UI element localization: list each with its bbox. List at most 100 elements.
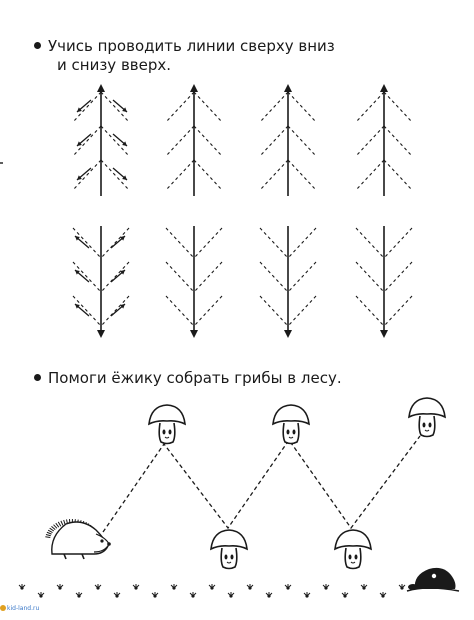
tree-branch (100, 227, 130, 259)
tree-branch (72, 261, 102, 293)
arrow-icon (122, 107, 127, 112)
tree-branch (355, 159, 385, 191)
tree-branch (193, 125, 223, 157)
task-1-line-2: и снизу вверх. (57, 56, 172, 74)
footprint-icon (94, 583, 102, 591)
tree-branch (287, 227, 317, 259)
bullet-icon (34, 42, 41, 49)
tree-branch (383, 261, 413, 293)
mole-icon (406, 567, 460, 592)
tree-branch (383, 295, 413, 327)
tree-branch (100, 261, 130, 293)
tree-branch (193, 227, 223, 259)
task-2-instruction: Помоги ёжику собрать грибы в лесу. (34, 369, 374, 388)
tree-branch (259, 91, 289, 123)
watermark-text: kid-land.ru (7, 605, 40, 612)
bullet-icon (34, 374, 41, 381)
footprint-icon (322, 583, 330, 591)
task-1-line-1: Учись проводить линии сверху вниз (48, 37, 335, 55)
arrow-icon (77, 175, 82, 180)
tree-branch (355, 125, 385, 157)
footprint-icon (37, 591, 45, 599)
arrow-icon (77, 141, 82, 146)
hedgehog-icon (45, 518, 111, 560)
tree-branch (383, 91, 413, 123)
arrow-icon (190, 330, 198, 338)
arrow-icon (380, 84, 388, 92)
footprint-icon (379, 591, 387, 599)
tree-branch (383, 227, 413, 259)
tree-branch (165, 295, 195, 327)
footprint-icon (303, 591, 311, 599)
logo-icon (0, 605, 6, 611)
tracing-tree (259, 84, 317, 196)
arrow-icon (77, 107, 82, 112)
tree-branch (165, 91, 195, 123)
tree-branch (383, 125, 413, 157)
mushroom-icon (334, 529, 372, 570)
tree-branch (193, 261, 223, 293)
tree-branch (287, 125, 317, 157)
tree-branch (193, 91, 223, 123)
tree-branch (259, 261, 289, 293)
footprint-icon (208, 583, 216, 591)
tracing-tree (72, 226, 130, 338)
tree-branch (355, 261, 385, 293)
tree-branch (287, 91, 317, 123)
tree-branch (72, 159, 102, 191)
tree-branch (165, 125, 195, 157)
tree-branch (259, 159, 289, 191)
footprint-icon (75, 591, 83, 599)
tree-branch (165, 261, 195, 293)
arrow-icon (75, 304, 80, 309)
footprint-icon (227, 591, 235, 599)
tree-branch (287, 159, 317, 191)
tree-branch (259, 125, 289, 157)
tree-branch (165, 227, 195, 259)
tracing-tree (165, 84, 223, 196)
footprint-icon (151, 591, 159, 599)
arrow-icon (380, 330, 388, 338)
tracing-tree (259, 226, 317, 338)
footprint-icon (246, 583, 254, 591)
arrow-icon (75, 270, 80, 275)
tree-branch (72, 91, 102, 123)
tree-branch (193, 159, 223, 191)
tree-branch (193, 295, 223, 327)
arrow-icon (122, 175, 127, 180)
footprint-trail (18, 583, 406, 599)
footprint-icon (398, 583, 406, 591)
footprint-icon (284, 583, 292, 591)
tracing-tree (165, 226, 223, 338)
tree-branch (287, 261, 317, 293)
footprint-icon (341, 591, 349, 599)
hedgehog-path (102, 435, 421, 533)
tree-branch (287, 295, 317, 327)
footprint-icon (132, 583, 140, 591)
tracing-trees (72, 84, 413, 338)
tracing-tree (355, 226, 413, 338)
arrow-icon (120, 236, 125, 241)
mushroom-icon (148, 404, 186, 445)
tree-branch (72, 295, 102, 327)
footprint-icon (170, 583, 178, 591)
arrow-icon (75, 236, 80, 241)
task-2-text: Помоги ёжику собрать грибы в лесу. (48, 369, 342, 387)
arrow-icon (284, 84, 292, 92)
site-watermark: kid-land.ru (0, 605, 39, 612)
arrow-icon (97, 84, 105, 92)
tree-branch (100, 125, 130, 157)
tracing-tree (72, 84, 130, 196)
arrow-icon (122, 141, 127, 146)
tree-branch (355, 91, 385, 123)
footprint-icon (189, 591, 197, 599)
tree-branch (355, 227, 385, 259)
tree-branch (100, 295, 130, 327)
footprint-icon (18, 583, 26, 591)
task-1-instruction: Учись проводить линии сверху вниз и сниз… (34, 37, 364, 75)
arrow-icon (97, 330, 105, 338)
mushroom-icon (272, 404, 310, 445)
tree-branch (259, 227, 289, 259)
mushroom-icon (408, 397, 446, 438)
